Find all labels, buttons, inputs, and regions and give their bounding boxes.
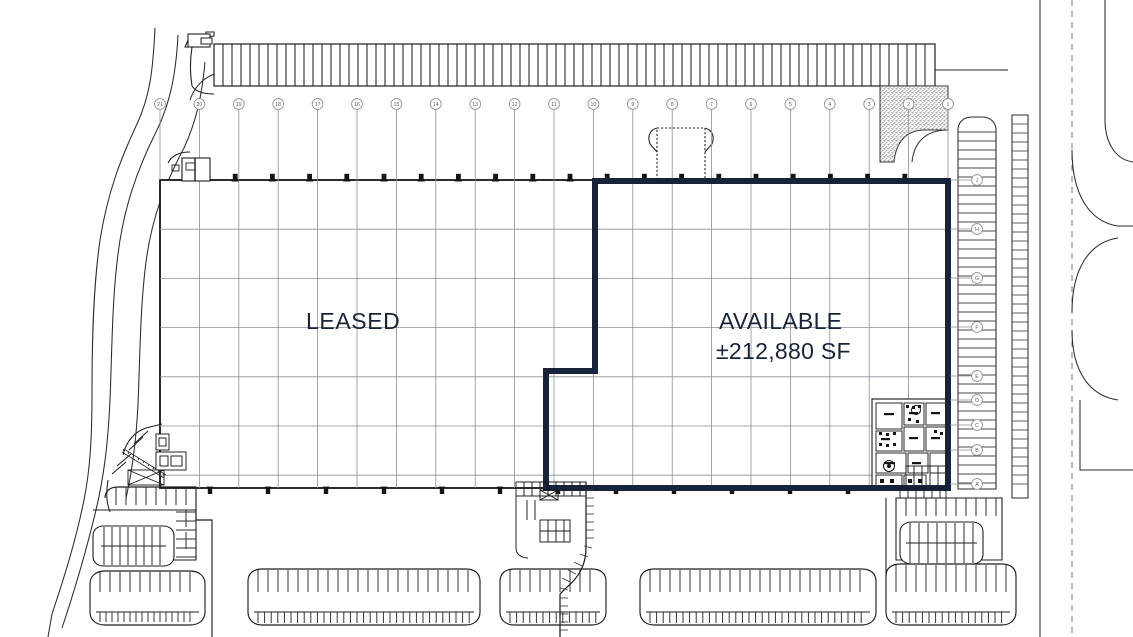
column-bubble-label: 2 bbox=[907, 102, 910, 108]
leased-label: LEASED bbox=[306, 308, 400, 334]
column-bubble bbox=[902, 98, 915, 110]
column-bubble-label: 8 bbox=[671, 102, 674, 108]
column-bubble bbox=[429, 98, 442, 110]
column-bubble bbox=[193, 98, 206, 110]
column-bubble bbox=[942, 98, 954, 110]
column-bubble bbox=[666, 98, 679, 110]
west-access-road bbox=[47, 27, 206, 637]
column-bubble bbox=[469, 98, 482, 110]
row-bubble bbox=[971, 478, 983, 490]
row-grid-bubbles-right: J H G F E D C B A bbox=[950, 174, 983, 490]
column-bubble bbox=[272, 98, 285, 110]
grid-column-stems bbox=[159, 110, 949, 180]
north-parking-row bbox=[184, 31, 936, 95]
row-bubble-label: A bbox=[975, 482, 979, 488]
column-bubble-label: 1 bbox=[947, 102, 950, 108]
area-labels: LEASED AVAILABLE ±212,880 SF bbox=[306, 308, 851, 364]
northwest-entry-structure bbox=[167, 151, 211, 182]
southeast-corner-detail bbox=[899, 487, 947, 499]
row-bubble-label: G bbox=[975, 276, 979, 282]
row-bubble bbox=[971, 394, 983, 406]
column-bubble bbox=[311, 98, 324, 110]
row-bubble bbox=[971, 272, 983, 284]
row-bubble-label: J bbox=[976, 178, 979, 184]
column-bubble bbox=[390, 98, 403, 110]
row-bubble bbox=[971, 419, 983, 431]
east-access-road bbox=[1039, 0, 1133, 637]
column-bubble bbox=[508, 98, 521, 110]
column-bubble-label: 19 bbox=[236, 102, 242, 108]
column-bubble-label: 11 bbox=[551, 102, 556, 108]
truck-apron bbox=[648, 127, 714, 181]
column-bubble bbox=[548, 98, 560, 110]
column-bubble bbox=[823, 98, 836, 110]
row-bubble-label: F bbox=[975, 325, 978, 331]
row-bubble bbox=[971, 223, 983, 235]
column-bubble bbox=[745, 98, 757, 110]
south-central-service-yard bbox=[515, 481, 594, 637]
structural-grid bbox=[160, 180, 950, 488]
column-bubble-label: 7 bbox=[710, 102, 713, 108]
office-suite-plan bbox=[871, 398, 949, 488]
southwest-parking-lot bbox=[89, 423, 213, 637]
column-bubble bbox=[232, 98, 245, 110]
column-bubble-label: 3 bbox=[868, 102, 871, 108]
landscape-hatch-area bbox=[879, 85, 949, 163]
column-bubble-label: 18 bbox=[275, 102, 281, 108]
row-bubble-label: H bbox=[975, 227, 979, 233]
column-bubble-label: 20 bbox=[197, 102, 203, 108]
row-bubble bbox=[971, 174, 983, 186]
row-bubble bbox=[971, 370, 983, 382]
column-bubble-label: 10 bbox=[591, 102, 597, 108]
column-bubble-label: 14 bbox=[433, 102, 439, 108]
column-bubble-label: 9 bbox=[631, 102, 634, 108]
column-bubble-label: 16 bbox=[354, 102, 360, 108]
column-bubble-label: 4 bbox=[828, 102, 831, 108]
available-area-label: ±212,880 SF bbox=[716, 338, 851, 364]
column-bubble bbox=[705, 98, 718, 110]
column-bubble-label: 21 bbox=[157, 102, 163, 108]
column-bubble bbox=[863, 98, 876, 110]
column-bubble bbox=[154, 98, 166, 110]
row-bubble-label: E bbox=[975, 374, 979, 380]
east-parking-bays bbox=[957, 114, 1029, 499]
column-bubble-label: 6 bbox=[750, 102, 753, 108]
available-label: AVAILABLE bbox=[719, 308, 842, 334]
southeast-parking-lot bbox=[885, 497, 1017, 626]
column-bubble-label: 13 bbox=[472, 102, 478, 108]
demising-wall-available-suite bbox=[543, 178, 951, 491]
column-bubble bbox=[626, 98, 639, 110]
row-bubble-label: B bbox=[975, 448, 979, 454]
row-bubble-label: C bbox=[975, 423, 979, 429]
row-bubble-label: D bbox=[975, 398, 979, 404]
column-bubble bbox=[351, 98, 363, 110]
column-bubble bbox=[784, 98, 797, 110]
column-bubble-label: 15 bbox=[394, 102, 400, 108]
south-parking-islands bbox=[247, 568, 877, 626]
column-bubble bbox=[587, 98, 600, 110]
column-bubble-label: 12 bbox=[512, 102, 518, 108]
column-bubble-label: 17 bbox=[315, 102, 321, 108]
row-bubble bbox=[971, 321, 983, 333]
column-bubble-label: 5 bbox=[789, 102, 792, 108]
row-bubble bbox=[971, 444, 983, 456]
